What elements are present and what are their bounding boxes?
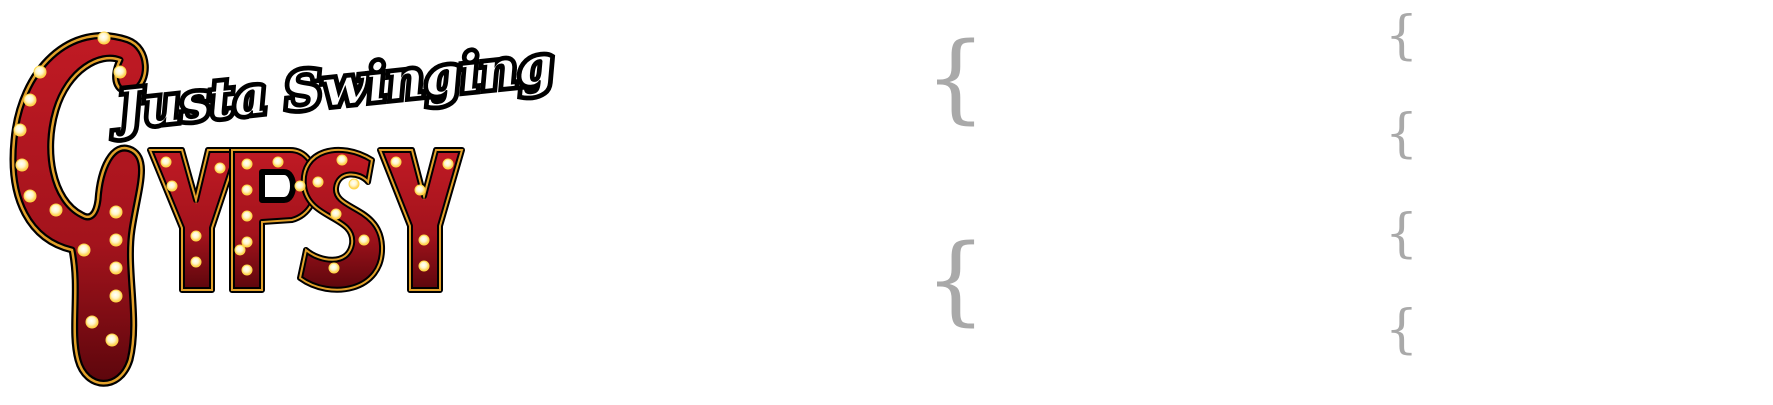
- logo-script-text: Justa Swinging Justa Swinging: [102, 31, 560, 146]
- logo-letter-s: [297, 146, 386, 293]
- logo-letter-y2: [377, 147, 465, 293]
- marquee-bulbs: [13, 31, 454, 347]
- brace-b3: {: [1385, 204, 1419, 264]
- brace-b1: {: [1385, 6, 1419, 66]
- brace-a2: {: [925, 224, 987, 336]
- brace-b4: {: [1385, 300, 1419, 360]
- brace-b2: {: [1385, 104, 1419, 164]
- svg-text:Justa Swinging: Justa Swinging: [106, 35, 557, 142]
- brace-a1: {: [925, 22, 987, 134]
- gypsy-logo: Justa Swinging Justa Swinging: [0, 0, 560, 405]
- logo-letter-y1: [147, 147, 241, 293]
